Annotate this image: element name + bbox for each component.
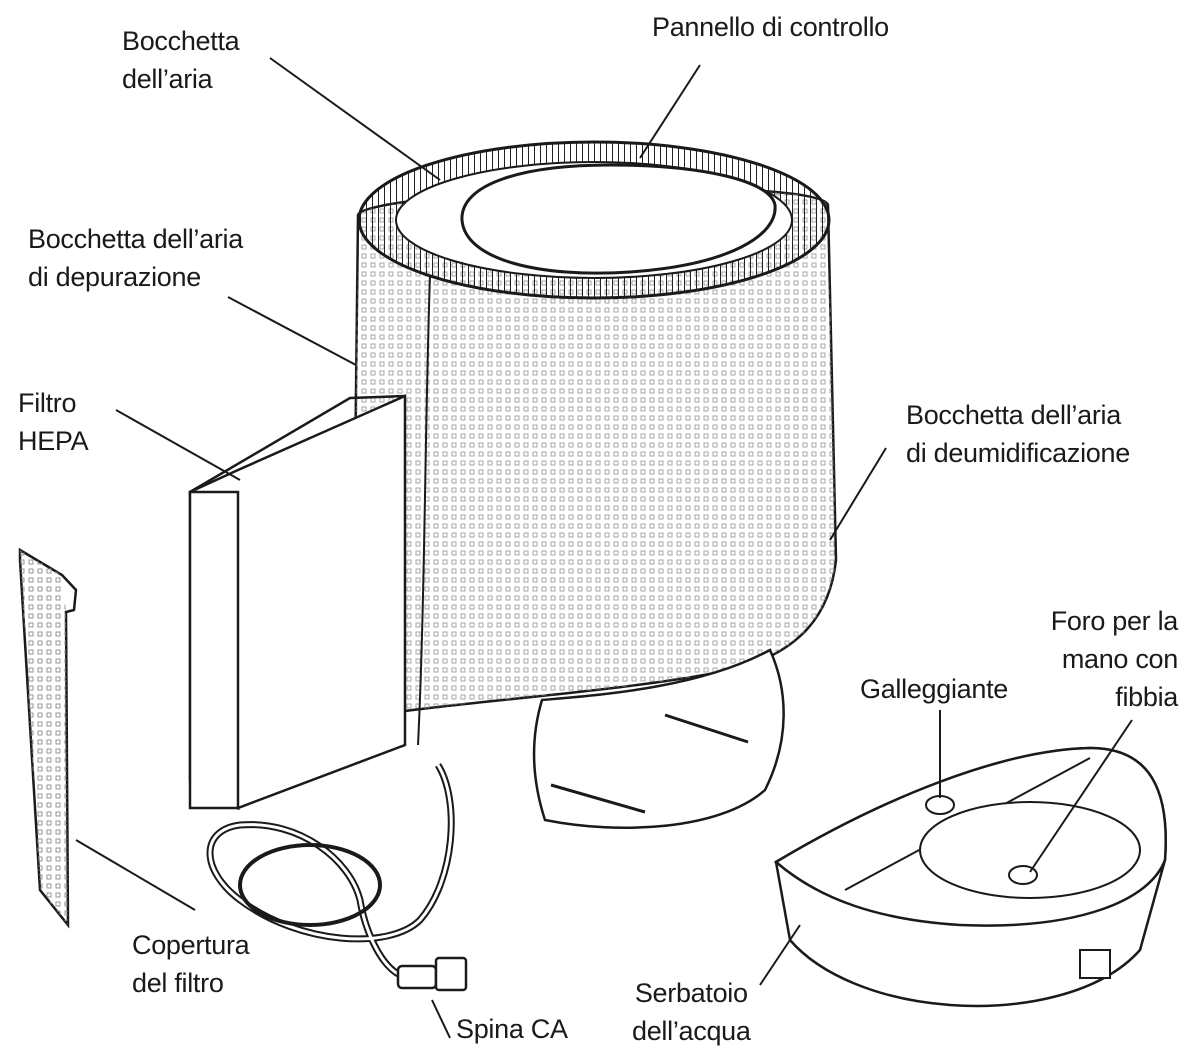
control-panel-shape <box>460 163 777 275</box>
label-water-tank: Serbatoio dell’acqua <box>632 978 751 1046</box>
dehumidifier-body <box>353 187 838 829</box>
label-control-panel: Pannello di controllo <box>652 12 889 42</box>
water-tank-shape <box>773 746 1167 1008</box>
leader-lines <box>75 57 1133 1039</box>
filter-cover-shape <box>18 547 78 929</box>
power-cord-shape <box>206 763 468 992</box>
hepa-filter-shape <box>188 394 407 811</box>
label-float: Galleggiante <box>860 674 1009 704</box>
label-dehumidification-inlet: Bocchetta dell’aria di deumidificazione <box>906 400 1130 468</box>
label-filter-cover: Copertura del filtro <box>132 930 250 998</box>
label-hepa-filter: Filtro HEPA <box>18 388 89 456</box>
label-purification-inlet: Bocchetta dell’aria di depurazione <box>28 224 243 292</box>
label-air-outlet: Bocchetta dell’aria <box>122 26 240 94</box>
label-hand-hole: Foro per la mano con fibbia <box>1050 606 1179 712</box>
label-ac-plug: Spina CA <box>456 1014 568 1044</box>
